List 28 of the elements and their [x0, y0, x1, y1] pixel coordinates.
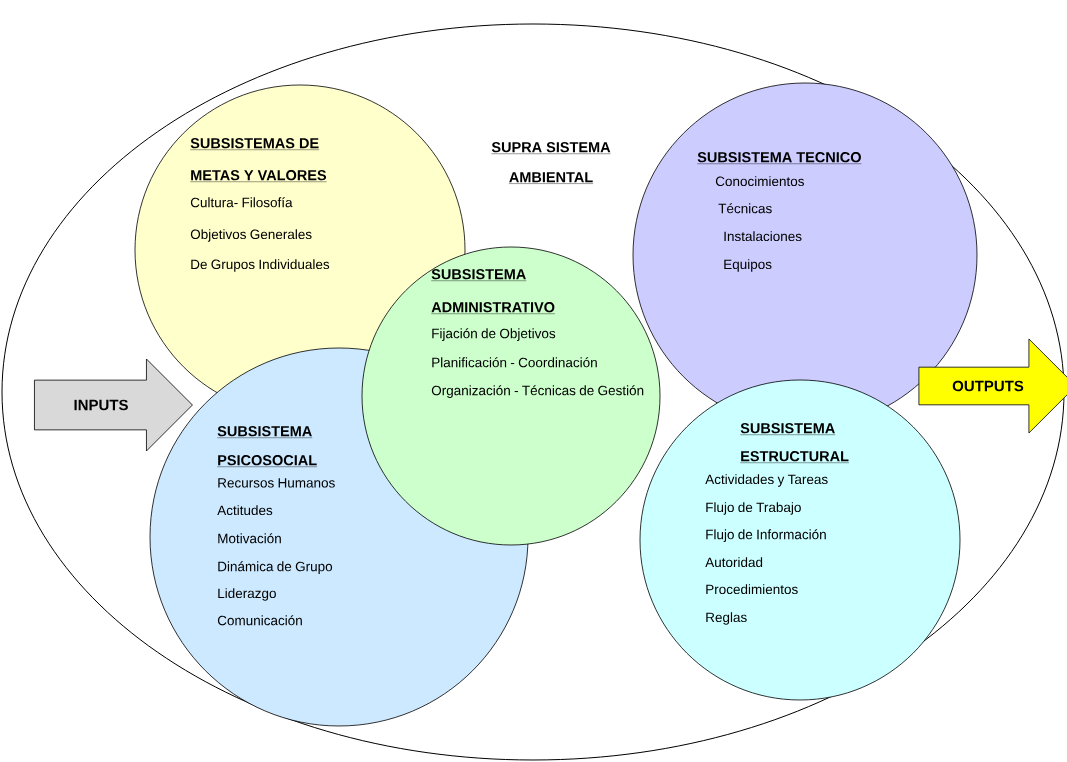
- list-item: Comunicación: [217, 615, 302, 626]
- list-item: Fijación de Objetivos: [432, 328, 556, 341]
- list-item: De Grupos Individuales: [191, 259, 330, 272]
- list-item: Objetivos Generales: [190, 229, 312, 242]
- list-item: Técnicas: [718, 203, 772, 214]
- list-item: Recursos Humanos: [218, 478, 335, 488]
- list-item: Liderazgo: [218, 588, 276, 601]
- list-item: Planificación - Coordinación: [432, 357, 597, 368]
- subsystem-heading: SUPRA SISTEMA AMBIENTAL: [491, 142, 611, 184]
- list-item: Motivación: [218, 533, 281, 544]
- list-item: Reglas: [706, 612, 747, 625]
- list-item: Autoridad: [705, 557, 763, 568]
- subsystem-heading: SUBSISTEMA PSICOSOCIAL: [217, 426, 318, 467]
- list-item: Cultura- Filosofía: [190, 197, 293, 208]
- list-item: Flujo de Trabajo: [706, 502, 801, 515]
- list-item: Dinámica de Grupo: [218, 561, 333, 574]
- list-item: Instalaciones: [724, 231, 802, 242]
- list-item: Flujo de Información: [706, 529, 826, 542]
- list-item: Organización - Técnicas de Gestión: [431, 385, 644, 398]
- subsystem-heading: SUBSISTEMA ESTRUCTURAL: [740, 423, 850, 463]
- list-item: Actitudes: [217, 505, 273, 516]
- subsystem-heading: SUBSISTEMAS DE METAS Y VALORES: [190, 138, 327, 182]
- subsystem-heading: SUBSISTEMA TECNICO: [697, 152, 862, 164]
- list-item: Conocimientos: [715, 176, 804, 187]
- subsystem-heading: SUBSISTEMA ADMINISTRATIVO: [431, 269, 556, 314]
- list-item: Actividades y Tareas: [705, 474, 828, 487]
- list-item: Procedimientos: [706, 584, 798, 595]
- list-item: Equipos: [724, 259, 772, 272]
